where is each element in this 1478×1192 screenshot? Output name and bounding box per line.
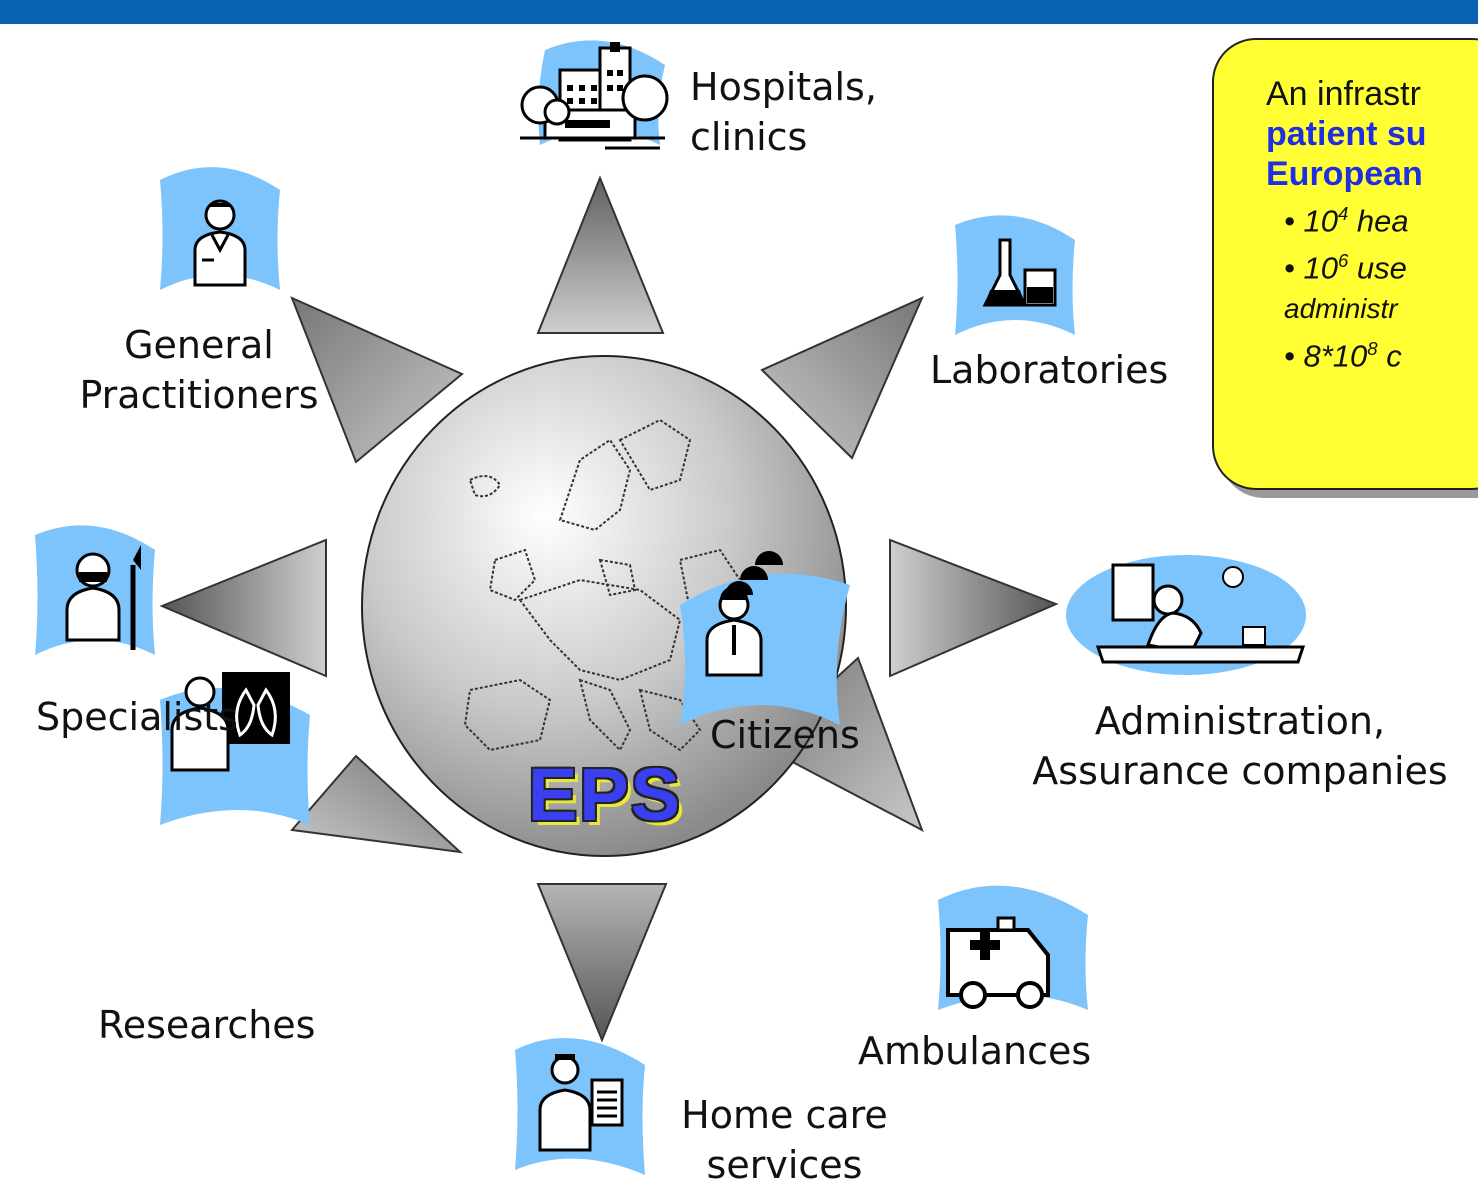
globe (361, 355, 847, 857)
label-administration: Administration, Assurance companies (1032, 699, 1448, 793)
arrow-right (889, 538, 1059, 678)
label-hospitals: Hospitals, clinics (690, 65, 877, 159)
arrow-up (536, 175, 665, 334)
arrow-lower-left (290, 754, 463, 854)
arrow-upper-left (290, 296, 464, 464)
label-laboratories: Laboratories (930, 348, 1169, 392)
doctor-xray-icon (160, 672, 310, 825)
callout-bold-2: European (1266, 155, 1423, 193)
citizens-group-icon (680, 551, 850, 725)
ambulance-icon (938, 885, 1088, 1010)
label-citizens: Citizens (710, 713, 860, 757)
arrow-down (536, 883, 668, 1043)
doctor-icon (160, 167, 280, 290)
callout-item-1: • 104 hea (1284, 203, 1409, 239)
label-researches: Researches (98, 1003, 316, 1047)
info-callout: An infrastr patient su European • 104 he… (1212, 38, 1478, 490)
callout-item-3: • 8*108 c (1284, 337, 1402, 373)
office-clerk-desk-icon (1066, 555, 1306, 675)
hospital-building-icon (520, 40, 669, 150)
label-ambulances: Ambulances (858, 1029, 1092, 1073)
callout-bold-1: patient su (1266, 115, 1427, 153)
header-bar (0, 0, 1478, 24)
callout-item-2: • 106 use (1284, 250, 1407, 286)
arrow-upper-right (760, 296, 924, 460)
nurse-clipboard-icon (515, 1038, 645, 1175)
arrow-left (159, 538, 327, 678)
callout-intro: An infrastr (1266, 75, 1421, 113)
label-home-care: Home care services (681, 1093, 888, 1187)
surgeon-scalpel-icon (35, 525, 155, 655)
label-specialists: Specialists (36, 695, 238, 739)
eps-logo-text: EPS (527, 753, 683, 836)
callout-item-2-sub: administr (1284, 292, 1398, 324)
lab-flask-icon (955, 215, 1075, 335)
label-general-practitioners: General Practitioners (79, 323, 319, 417)
